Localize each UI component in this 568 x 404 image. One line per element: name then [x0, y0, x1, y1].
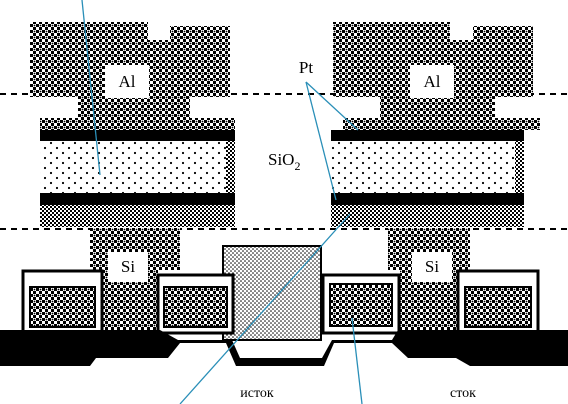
callout-lines	[81, 0, 363, 404]
source-label: исток	[240, 386, 274, 401]
drain-label: сток	[450, 386, 476, 401]
sio2-label: SiO2	[268, 150, 300, 173]
gate-right-inner	[321, 273, 401, 335]
capacitor-stack-right	[331, 130, 524, 227]
pt-label: Pt	[299, 58, 313, 77]
al-label-box-left	[105, 65, 149, 98]
source-plug	[222, 245, 322, 341]
al-label-box-right	[410, 65, 454, 98]
si-label-box-left	[108, 252, 148, 282]
sio2-label-subscript: 2	[294, 159, 300, 173]
si-label-right: Si	[425, 257, 439, 276]
capacitor-stack-left	[40, 130, 235, 227]
al-label-right: Al	[424, 72, 441, 91]
gate-left-inner	[156, 273, 235, 335]
gate-right-outer	[456, 269, 540, 335]
al-label-left: Al	[119, 72, 136, 91]
sio2-label-base: SiO	[268, 150, 294, 169]
si-label-left: Si	[121, 257, 135, 276]
si-label-box-right	[412, 252, 452, 282]
gate-left-outer	[21, 269, 104, 335]
substrate-diffusion	[0, 330, 568, 366]
